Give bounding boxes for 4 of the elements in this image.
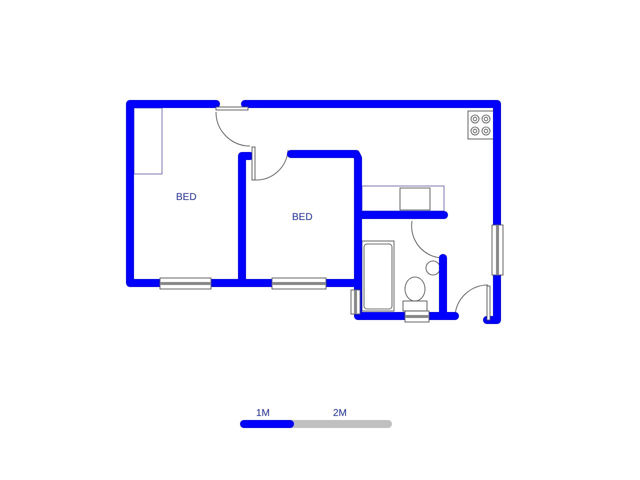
scale-label: 2M bbox=[333, 408, 347, 420]
room-label: BED bbox=[176, 192, 197, 204]
room-label: BED bbox=[292, 212, 313, 224]
scale-label: 1M bbox=[256, 408, 270, 420]
